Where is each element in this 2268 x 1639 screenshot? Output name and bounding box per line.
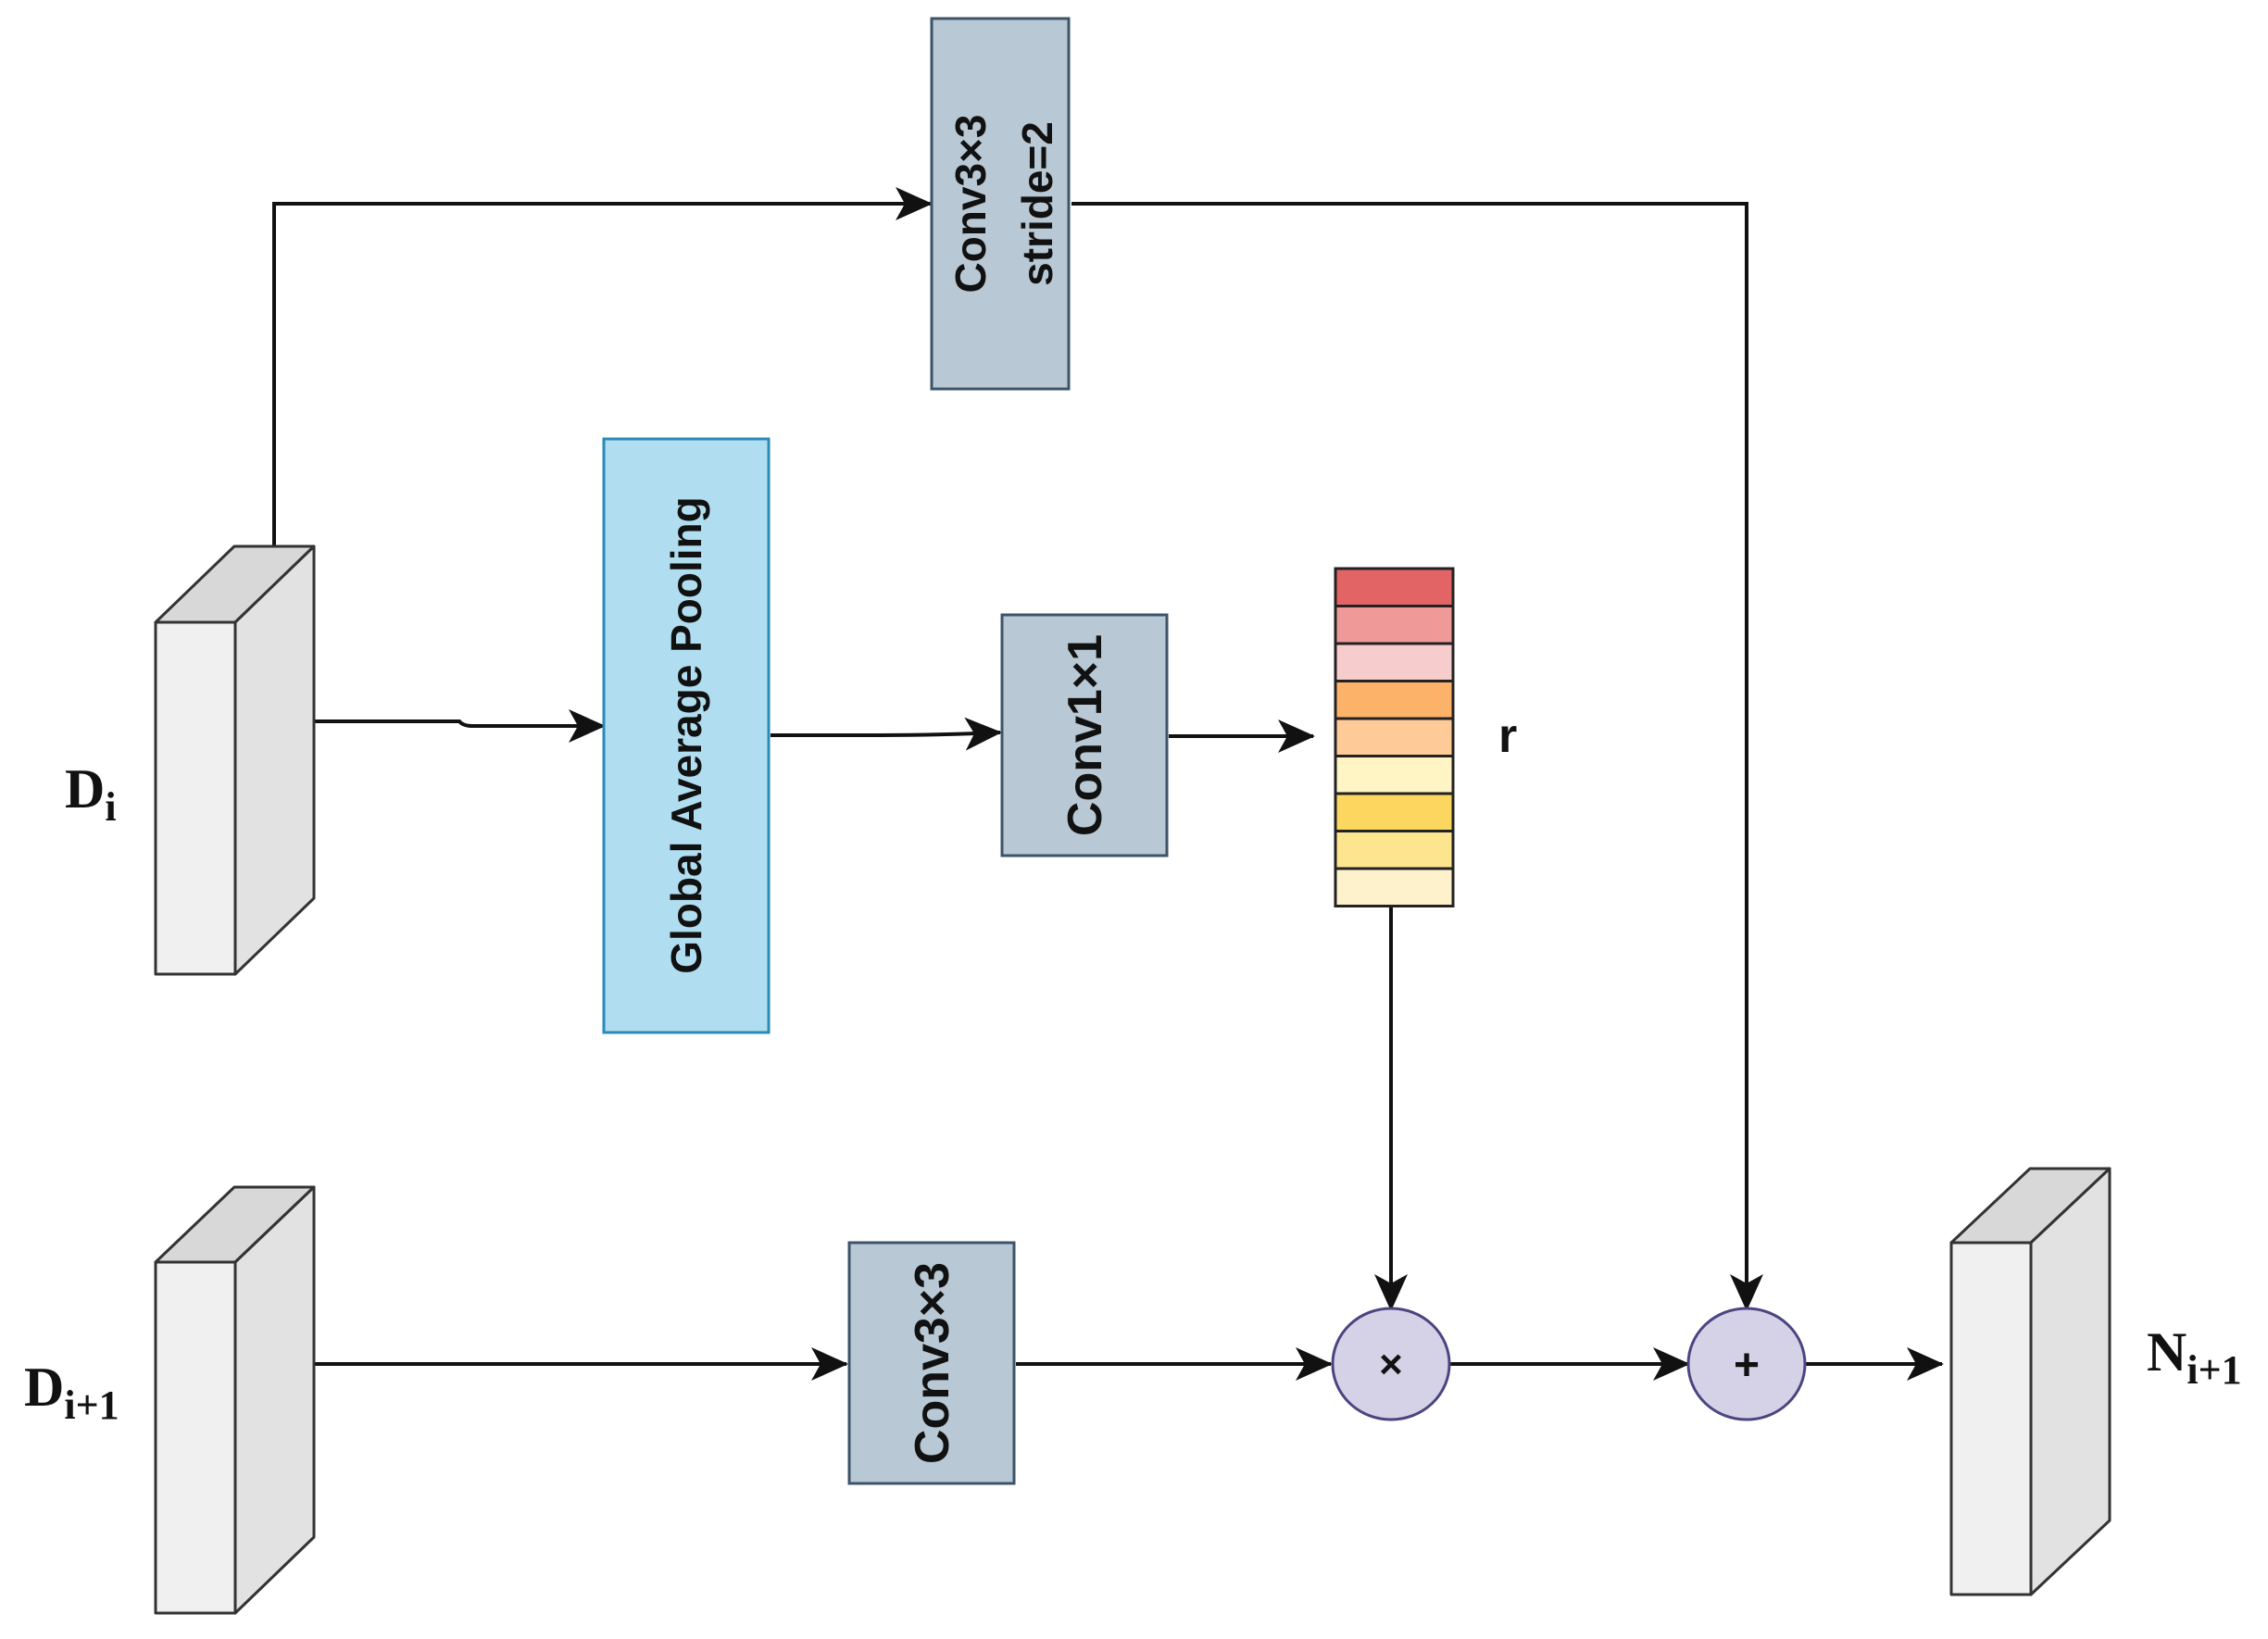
tensor-di1-side [233, 1185, 316, 1615]
vector-r-cell [1334, 605, 1455, 645]
label-di1-base: D [24, 1357, 64, 1418]
tensor-ni1-front [1949, 1241, 2033, 1596]
conv3x3-stride-block: Conv3×3 stride=2 [930, 17, 1071, 391]
add-op: + [1686, 1307, 1807, 1421]
label-di1: Di+1 [24, 1357, 119, 1428]
edge-di-to-conv3x3-stride [272, 187, 933, 546]
label-ni1: Ni+1 [2147, 1321, 2242, 1393]
multiply-symbol: × [1379, 1342, 1403, 1387]
label-ni1-sub: i+1 [2187, 1347, 2241, 1393]
conv3x3-stride-label-line1: Conv3×3 [946, 114, 995, 293]
gap-block: Global Average Pooling [602, 437, 771, 1034]
conv1x1-label: Conv1×1 [1059, 634, 1112, 836]
conv3x3-label: Conv3×3 [906, 1262, 959, 1464]
conv3x3-stride-label-line2: stride=2 [1013, 121, 1061, 286]
vector-r-cell [1334, 717, 1455, 757]
vector-r-cell [1334, 567, 1455, 607]
add-symbol: + [1734, 1341, 1760, 1390]
vector-r [1334, 567, 1455, 907]
tensor-di [154, 544, 316, 976]
conv1x1-block: Conv1×1 [1000, 613, 1169, 857]
gap-label: Global Average Pooling [662, 496, 710, 973]
connections [272, 187, 1944, 1381]
tensor-di-front [154, 620, 237, 976]
label-di: Di [65, 758, 117, 830]
vector-r-cell [1334, 642, 1455, 682]
conv3x3-block: Conv3×3 [847, 1241, 1016, 1485]
tensor-ni1 [1949, 1167, 2111, 1596]
tensor-di1 [154, 1185, 316, 1615]
edge-gap-to-conv1x1 [771, 717, 1002, 751]
vector-r-cell [1334, 680, 1455, 720]
label-di1-sub: i+1 [64, 1383, 119, 1428]
add-circle [1686, 1307, 1807, 1421]
conv3x3-stride-box [930, 17, 1071, 391]
label-ni1-base: N [2147, 1321, 2187, 1383]
tensor-di-side [233, 544, 316, 976]
tensor-di1-front [154, 1260, 237, 1615]
label-di-base: D [65, 758, 105, 820]
edge-conv3x3-stride-to-add [1071, 202, 1763, 1311]
tensor-ni1-side [2029, 1167, 2111, 1596]
gap-box [602, 437, 771, 1034]
vector-r-cell [1334, 755, 1455, 795]
conv3x3-box [847, 1241, 1016, 1485]
vector-r-cell [1334, 867, 1455, 907]
label-di-sub: i [105, 784, 116, 830]
vector-r-cell [1334, 792, 1455, 832]
multiply-circle [1331, 1307, 1451, 1421]
vector-r-cell [1334, 830, 1455, 870]
vector-r-label: r [1498, 709, 1517, 763]
multiply-op: × [1331, 1307, 1451, 1421]
edge-di-to-gap [315, 709, 606, 743]
conv1x1-box [1000, 613, 1169, 857]
